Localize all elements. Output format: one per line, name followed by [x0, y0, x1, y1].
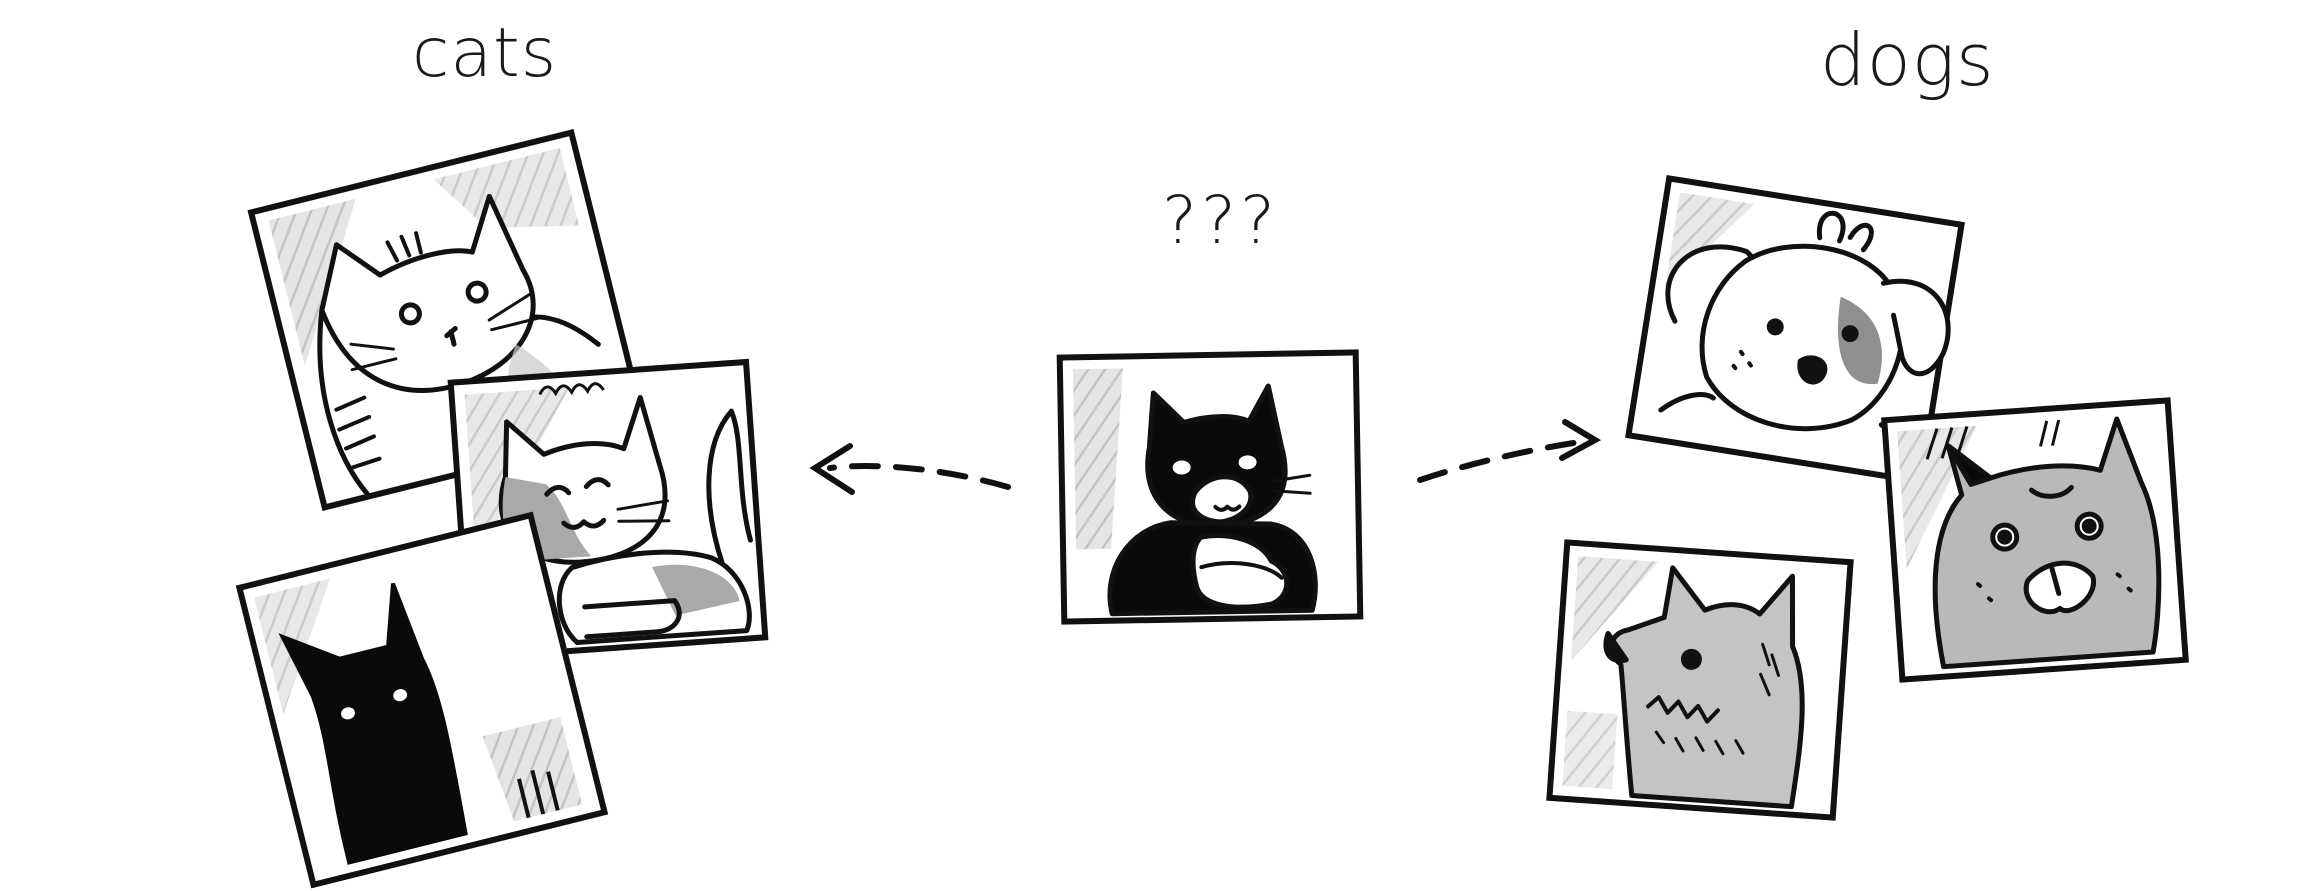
- tuxedo-cat-icon: [1107, 383, 1318, 617]
- floppy-ear-dog-card: [1625, 175, 1965, 485]
- calico-cat-icon: [498, 394, 753, 645]
- unknown-animal-card: [1056, 349, 1364, 625]
- tabby-cat-icon: [317, 193, 601, 498]
- pug-dog-card: [1881, 397, 2189, 683]
- tabby-cat-card: [247, 128, 649, 512]
- dogs-group-label: dogs: [1820, 18, 1995, 102]
- terrier-dog-card: [1546, 539, 1854, 821]
- cats-group-label: cats: [412, 14, 558, 93]
- pug-dog-icon: [1932, 416, 2162, 670]
- unknown-label: ???: [1162, 182, 1280, 259]
- arrow-to-cats: [809, 443, 1011, 495]
- floppy-ear-dog-icon: [1658, 210, 1951, 473]
- arrow-to-dogs: [1417, 419, 1602, 483]
- calico-cat-card: [447, 358, 769, 662]
- black-cat-card: [235, 511, 609, 889]
- terrier-dog-icon: [1603, 565, 1805, 810]
- black-cat-icon: [278, 582, 560, 865]
